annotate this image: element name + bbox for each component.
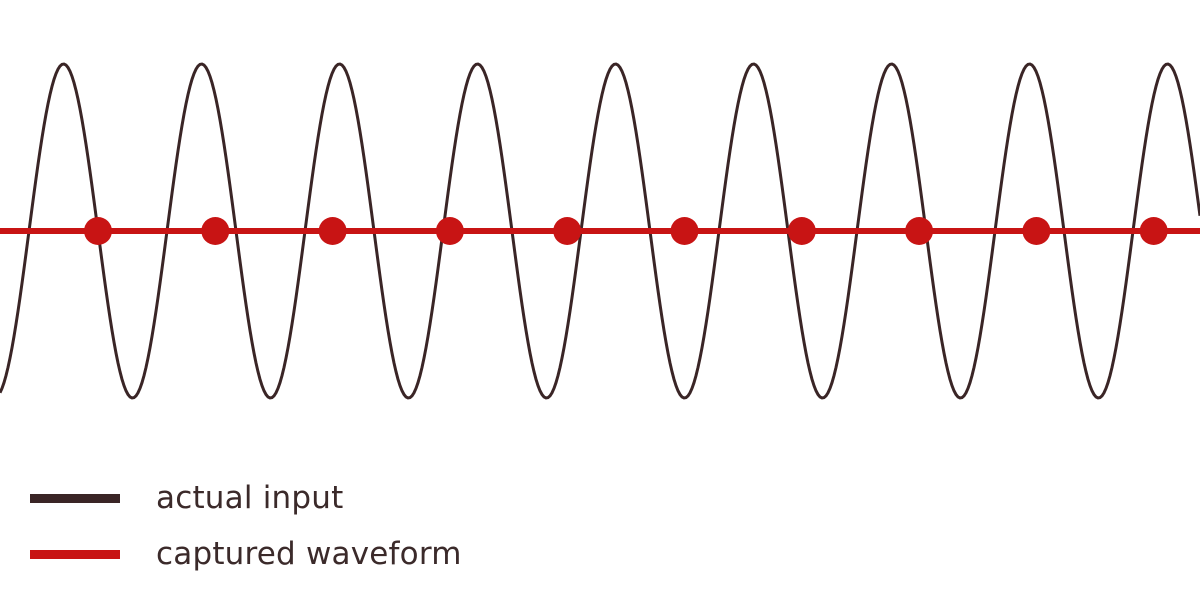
sample-point	[435, 217, 464, 245]
sample-point	[905, 217, 934, 245]
sample-point	[318, 217, 347, 245]
sample-point	[670, 217, 699, 245]
legend: actual input captured waveform	[30, 470, 462, 582]
sample-point	[201, 217, 230, 245]
legend-label-actual-input: actual input	[156, 480, 344, 516]
legend-item-captured-waveform: captured waveform	[30, 526, 462, 582]
actual-input-swatch	[30, 493, 120, 503]
actual-input-wave	[0, 62, 1200, 400]
legend-item-actual-input: actual input	[30, 470, 462, 526]
sample-point	[1022, 217, 1051, 245]
legend-label-captured-waveform: captured waveform	[156, 536, 462, 572]
sample-points	[84, 217, 1168, 245]
sample-point	[1139, 217, 1168, 245]
captured-waveform-swatch	[30, 549, 120, 559]
sample-point	[787, 217, 816, 245]
sample-point	[553, 217, 582, 245]
sample-point	[84, 217, 112, 245]
